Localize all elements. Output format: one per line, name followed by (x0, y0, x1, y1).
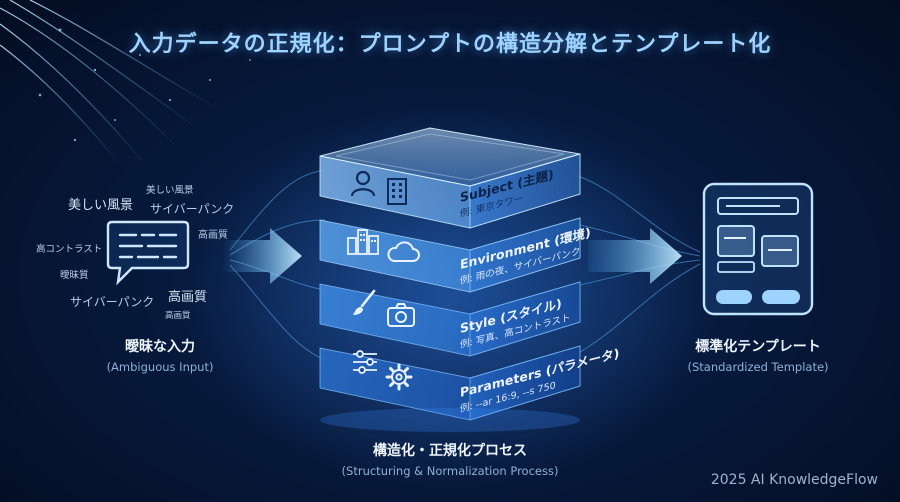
input-word: サイバーパンク (150, 202, 235, 216)
input-arrow (222, 228, 302, 284)
brush-icon (353, 289, 376, 315)
sliders-icon (353, 350, 377, 374)
process-caption: 構造化・正規化プロセス (Structuring & Normalization… (300, 440, 600, 478)
input-word: 美しい風景 (146, 185, 194, 196)
gear-icon (385, 363, 413, 391)
output-caption: 標準化テンプレート (Standardized Template) (668, 336, 848, 374)
input-label: 曖昧な入力 (125, 339, 195, 355)
template-document-icon (702, 182, 814, 316)
camera-icon (387, 303, 415, 327)
building-icon (387, 178, 407, 205)
input-caption: 曖昧な入力 (Ambiguous Input) (80, 336, 240, 374)
city-icon (347, 229, 379, 255)
cloud-icon (387, 241, 420, 262)
input-word: 高画質 (165, 311, 191, 321)
input-word: 高画質 (198, 230, 228, 241)
speech-bubble-icon (106, 220, 190, 286)
input-word: 高画質 (168, 290, 208, 305)
page-title: 入力データの正規化：プロンプトの構造分解とテンプレート化 (128, 32, 772, 57)
output-sublabel: (Standardized Template) (687, 360, 829, 374)
footer-credit: 2025 AI KnowledgeFlow (710, 472, 878, 488)
input-word: サイバーパンク (70, 295, 155, 309)
layer-stack-graphic (319, 127, 581, 432)
process-sublabel: (Structuring & Normalization Process) (341, 464, 559, 478)
process-label: 構造化・正規化プロセス (373, 443, 527, 459)
input-word: 美しい風景 (68, 198, 134, 213)
input-word: 曖昧質 (60, 270, 89, 281)
person-icon (350, 170, 376, 197)
output-label: 標準化テンプレート (695, 339, 821, 355)
input-sublabel: (Ambiguous Input) (106, 360, 214, 374)
input-word: 高コントラスト (36, 244, 103, 255)
output-arrow (588, 228, 682, 284)
